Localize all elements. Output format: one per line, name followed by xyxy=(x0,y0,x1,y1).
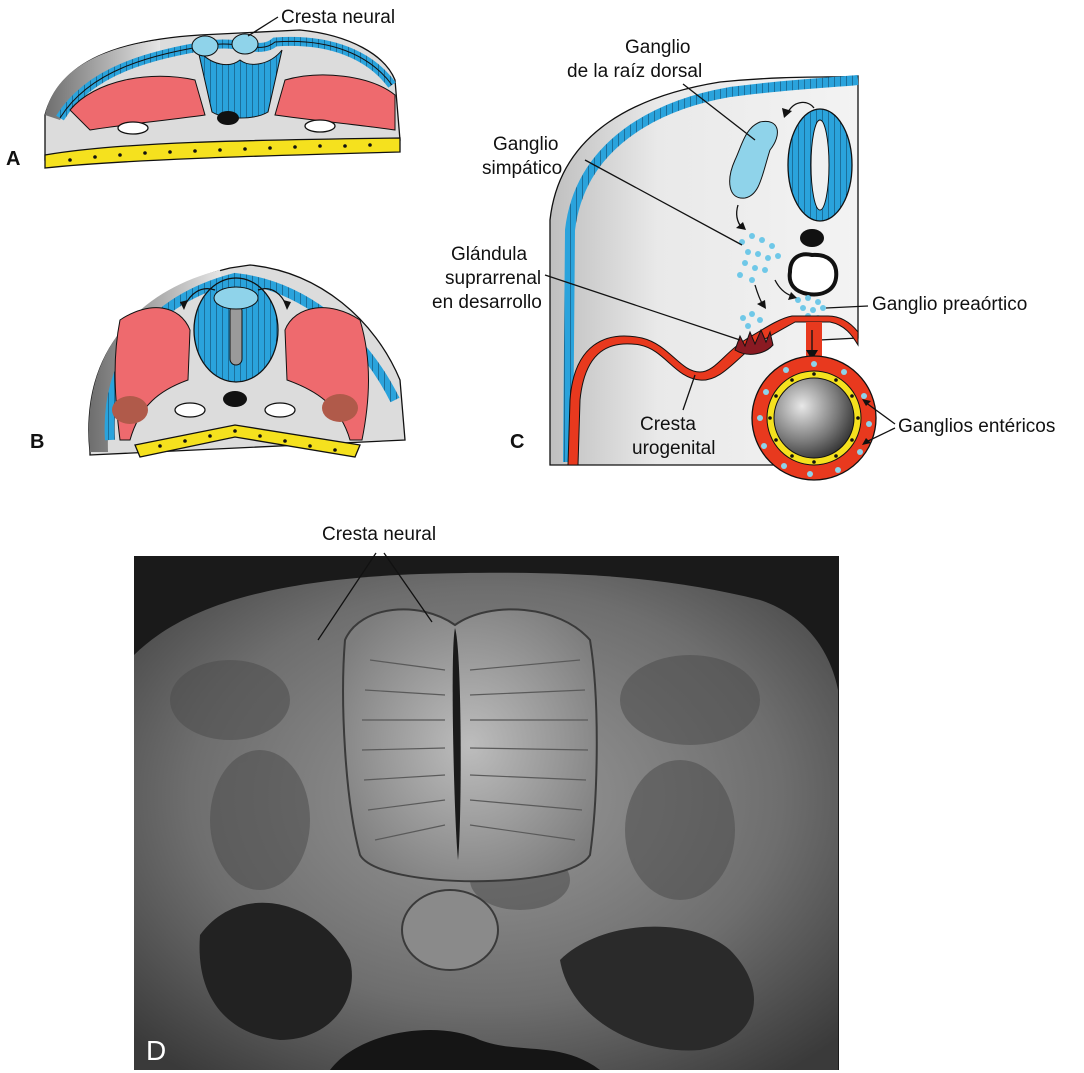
panel-d: Cresta neural D xyxy=(134,524,839,1070)
panel-c-label-urogenital-2: urogenital xyxy=(632,438,715,459)
panel-a: Cresta neural A xyxy=(6,7,400,170)
panel-b-notochord xyxy=(223,391,247,407)
panel-c-label-drg-2: de la raíz dorsal xyxy=(567,61,702,82)
panel-b-aorta-right xyxy=(265,403,295,417)
panel-b-neural-canal xyxy=(230,305,242,365)
panel-d-cresta-neural-label: Cresta neural xyxy=(322,524,436,545)
panel-b-letter: B xyxy=(30,431,44,453)
panel-b-tissue-right xyxy=(322,394,358,422)
panel-a-letter: A xyxy=(6,148,20,170)
panel-b-neural-crest xyxy=(214,287,258,309)
panel-d-neural-tube xyxy=(343,609,597,881)
panel-c-label-adrenal-3: en desarrollo xyxy=(432,292,542,313)
panel-a-neural-plate xyxy=(198,50,282,118)
panel-c-gut-lumen xyxy=(774,378,854,458)
panel-c: Ganglio de la raíz dorsal Ganglio simpát… xyxy=(432,37,1055,480)
panel-a-neural-crest-left xyxy=(192,36,218,56)
panel-c-label-adrenal-2: suprarrenal xyxy=(445,268,541,289)
panel-c-aorta xyxy=(790,254,837,294)
panel-c-label-sympathetic-1: Ganglio xyxy=(493,134,559,155)
panel-c-label-enteric: Ganglios entéricos xyxy=(898,416,1055,437)
panel-a-aorta-right xyxy=(305,120,335,132)
panel-b-aorta-left xyxy=(175,403,205,417)
panel-c-notochord xyxy=(800,229,824,247)
panel-c-letter: C xyxy=(510,431,524,453)
panel-c-label-drg-1: Ganglio xyxy=(625,37,691,58)
panel-c-label-urogenital-1: Cresta xyxy=(640,414,696,435)
panel-c-label-adrenal-1: Glándula xyxy=(451,244,527,265)
panel-c-label-preaortic: Ganglio preaórtico xyxy=(872,294,1027,315)
panel-c-label-sympathetic-2: simpático xyxy=(482,158,562,179)
panel-b: B xyxy=(30,265,405,457)
panel-a-cresta-neural-label: Cresta neural xyxy=(281,7,395,28)
panel-a-aorta-left xyxy=(118,122,148,134)
panel-a-neural-crest-right xyxy=(232,34,258,54)
panel-a-notochord xyxy=(217,111,239,125)
panel-d-letter: D xyxy=(146,1035,166,1066)
panel-d-notochord xyxy=(402,890,498,970)
panel-b-tissue-left xyxy=(112,396,148,424)
panel-c-neural-canal xyxy=(811,120,829,210)
